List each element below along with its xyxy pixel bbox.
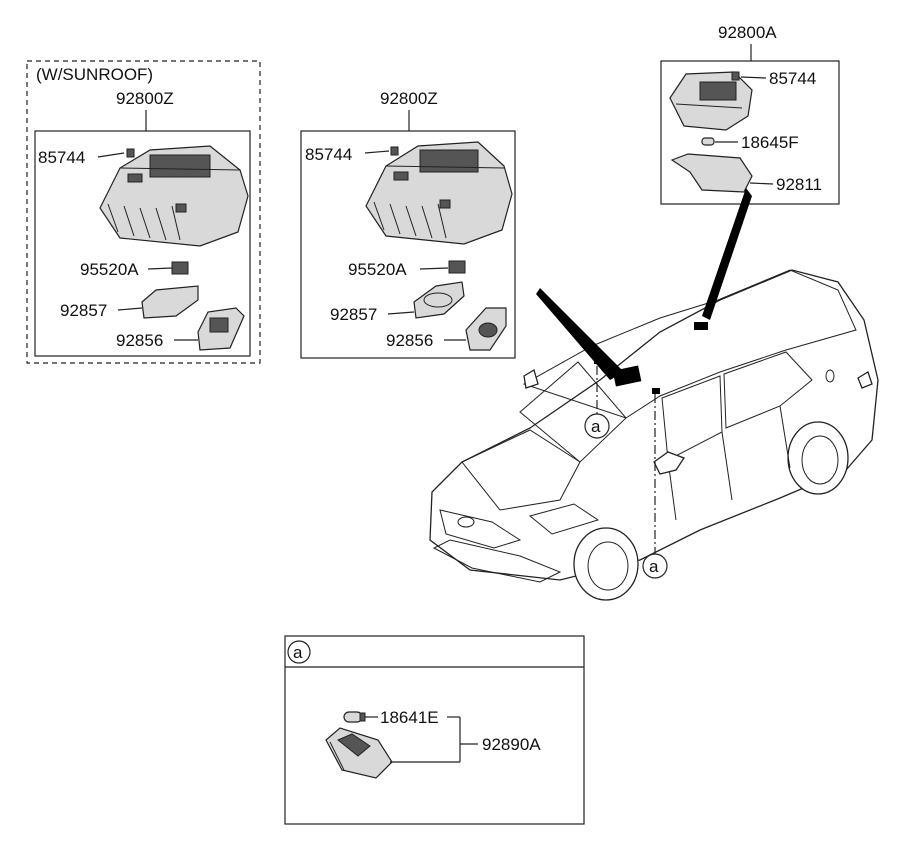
- vehicle-illustration: [429, 269, 879, 601]
- leader-wedge-map-lamp: [702, 188, 752, 320]
- cover-92857-standard: [413, 281, 465, 319]
- standard-group: 92800Z 85744 95520A 92857 92856: [300, 89, 516, 359]
- label-92857-standard: 92857: [330, 305, 377, 324]
- label-92856-standard: 92856: [386, 331, 433, 350]
- callout-marker-a-2: a: [642, 553, 668, 579]
- label-92890A: 92890A: [482, 735, 541, 754]
- map-lamp-housing: [669, 71, 753, 131]
- overhead-console-sunroof: [99, 145, 249, 247]
- label-85744-standard: 85744: [305, 145, 352, 164]
- callout-marker-a-1: a: [584, 413, 610, 439]
- cover-92857-sunroof: [141, 285, 199, 319]
- standard-assembly-box: [300, 130, 516, 359]
- connector-95520A-standard: [448, 260, 466, 274]
- map-lamp-assembly-box: [660, 60, 840, 205]
- courtesy-lamp-housing: [325, 727, 393, 779]
- label-85744-sunroof: 85744: [38, 148, 85, 167]
- clip-85744-sunroof: [126, 148, 135, 158]
- label-92857-sunroof: 92857: [60, 301, 107, 320]
- detail-a-panel: a 18641E 92890A: [284, 635, 585, 825]
- map-lamp-group: 92800A 85744 18645F 92811: [660, 23, 840, 205]
- label-92856-sunroof: 92856: [116, 331, 163, 350]
- bulb-18645F: [701, 137, 715, 146]
- overhead-console-standard: [365, 141, 513, 245]
- svg-text:a: a: [649, 557, 659, 576]
- label-95520A-sunroof: 95520A: [80, 260, 139, 279]
- lens-92811: [670, 153, 753, 193]
- clip-85744-map-lamp: [731, 71, 740, 81]
- label-85744-map-lamp: 85744: [769, 69, 816, 88]
- sunroof-assembly-box: [34, 130, 251, 357]
- standard-assembly-number: 92800Z: [380, 89, 438, 108]
- label-95520A-standard: 95520A: [348, 260, 407, 279]
- label-18645F: 18645F: [741, 133, 799, 152]
- leader-wedge-console: [536, 288, 624, 380]
- label-18641E: 18641E: [380, 708, 439, 727]
- sunroof-dashed-frame: [26, 60, 261, 364]
- bulb-18641E: [343, 711, 366, 723]
- sunroof-variant-label: (W/SUNROOF): [36, 65, 153, 84]
- detail-a-box: [284, 635, 585, 825]
- map-lamp-assembly-number: 92800A: [718, 23, 777, 42]
- sunroof-group: (W/SUNROOF) 92800Z 85744 95520A 92857 92…: [26, 60, 261, 364]
- connector-95520A-sunroof: [171, 261, 189, 275]
- detail-a-marker: [287, 640, 311, 664]
- svg-text:a: a: [591, 417, 601, 436]
- detail-a-marker-text: a: [293, 643, 303, 662]
- clip-85744-standard: [390, 146, 399, 156]
- sunroof-assembly-number: 92800Z: [116, 89, 174, 108]
- label-92811: 92811: [776, 175, 822, 194]
